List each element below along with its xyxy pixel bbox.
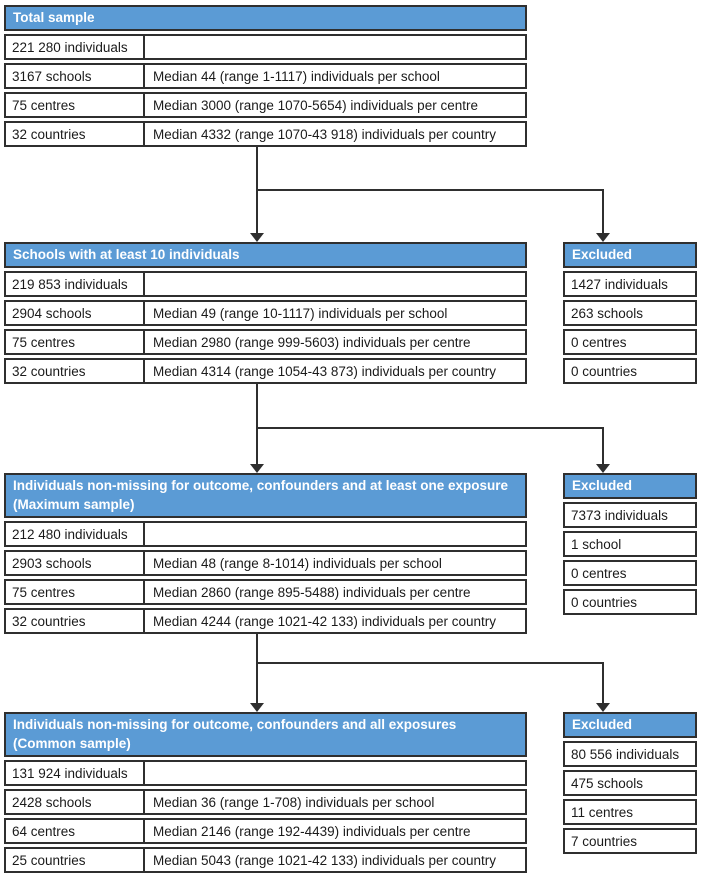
excluded-row: 0 centres xyxy=(563,329,697,355)
box-schools-min10: Schools with at least 10 individuals 219… xyxy=(4,242,527,384)
row-label-cell: 32 countries xyxy=(6,610,145,632)
excluded-row: 0 countries xyxy=(563,358,697,384)
row-value-cell: Median 49 (range 10-1117) individuals pe… xyxy=(153,305,448,321)
box-title: Excluded xyxy=(563,712,697,738)
arrowhead-down-2-right xyxy=(596,464,610,473)
row-label-cell: 219 853 individuals xyxy=(6,273,145,295)
row-label-cell: 32 countries xyxy=(6,360,145,382)
row-value-cell: Median 48 (range 8-1014) individuals per… xyxy=(153,555,442,571)
row-label-cell: 221 280 individuals xyxy=(6,36,145,58)
excluded-row: 0 countries xyxy=(563,589,697,615)
row-value-cell: Median 4244 (range 1021-42 133) individu… xyxy=(153,613,496,629)
box-title: Excluded xyxy=(563,242,697,268)
box-title: Total sample xyxy=(4,5,527,31)
table-row: 3167 schools Median 44 (range 1-1117) in… xyxy=(4,63,527,89)
excluded-box-3: Excluded 80 556 individuals 475 schools … xyxy=(563,712,697,854)
row-value-cell: Median 3000 (range 1070-5654) individual… xyxy=(153,97,478,113)
table-row: 2428 schools Median 36 (range 1-708) ind… xyxy=(4,789,527,815)
table-row: 2903 schools Median 48 (range 8-1014) in… xyxy=(4,550,527,576)
row-label-cell: 75 centres xyxy=(6,94,145,116)
excluded-row: 7 countries xyxy=(563,828,697,854)
box-maximum-sample: Individuals non-missing for outcome, con… xyxy=(4,473,527,634)
row-value-cell xyxy=(145,36,525,58)
table-row: 32 countries Median 4244 (range 1021-42 … xyxy=(4,608,527,634)
table-row: 25 countries Median 5043 (range 1021-42 … xyxy=(4,847,527,873)
excluded-row: 7373 individuals xyxy=(563,502,697,528)
table-row: 32 countries Median 4332 (range 1070-43 … xyxy=(4,121,527,147)
excluded-row: 1427 individuals xyxy=(563,271,697,297)
connector-line-1 xyxy=(256,145,604,233)
arrowhead-down-2-left xyxy=(250,464,264,473)
row-label-cell: 64 centres xyxy=(6,820,145,842)
arrowhead-down-3-right xyxy=(596,703,610,712)
row-label-cell: 2904 schools xyxy=(6,302,145,324)
arrowhead-down-1-left xyxy=(250,233,264,242)
table-row: 64 centres Median 2146 (range 192-4439) … xyxy=(4,818,527,844)
excluded-box-1: Excluded 1427 individuals 263 schools 0 … xyxy=(563,242,697,384)
table-row: 2904 schools Median 49 (range 10-1117) i… xyxy=(4,300,527,326)
connector-line-2 xyxy=(256,382,604,464)
row-value-cell: Median 5043 (range 1021-42 133) individu… xyxy=(153,852,496,868)
table-row: 75 centres Median 2860 (range 895-5488) … xyxy=(4,579,527,605)
connector-line-3 xyxy=(256,632,604,703)
row-value-cell: Median 36 (range 1-708) individuals per … xyxy=(153,794,435,810)
excluded-box-2: Excluded 7373 individuals 1 school 0 cen… xyxy=(563,473,697,615)
row-value-cell: Median 2146 (range 192-4439) individuals… xyxy=(153,823,471,839)
row-value-cell: Median 2860 (range 895-5488) individuals… xyxy=(153,584,471,600)
row-label-cell: 212 480 individuals xyxy=(6,523,145,545)
box-total-sample: Total sample 221 280 individuals 3167 sc… xyxy=(4,5,527,147)
box-common-sample: Individuals non-missing for outcome, con… xyxy=(4,712,527,873)
row-value-cell: Median 4332 (range 1070-43 918) individu… xyxy=(153,126,496,142)
excluded-row: 11 centres xyxy=(563,799,697,825)
box-title: Individuals non-missing for outcome, con… xyxy=(4,473,527,518)
table-row: 221 280 individuals xyxy=(4,34,527,60)
box-title: Excluded xyxy=(563,473,697,499)
row-label-cell: 32 countries xyxy=(6,123,145,145)
arrowhead-down-3-left xyxy=(250,703,264,712)
excluded-row: 0 centres xyxy=(563,560,697,586)
row-label-cell: 3167 schools xyxy=(6,65,145,87)
table-row: 219 853 individuals xyxy=(4,271,527,297)
table-row: 75 centres Median 3000 (range 1070-5654)… xyxy=(4,92,527,118)
table-row: 32 countries Median 4314 (range 1054-43 … xyxy=(4,358,527,384)
box-title: Individuals non-missing for outcome, con… xyxy=(4,712,527,757)
row-value-cell: Median 44 (range 1-1117) individuals per… xyxy=(153,68,440,84)
table-row: 131 924 individuals xyxy=(4,760,527,786)
row-value-cell xyxy=(145,523,525,545)
row-value-cell xyxy=(145,273,525,295)
row-label-cell: 75 centres xyxy=(6,331,145,353)
row-label-cell: 75 centres xyxy=(6,581,145,603)
arrowhead-down-1-right xyxy=(596,233,610,242)
row-label-cell: 2428 schools xyxy=(6,791,145,813)
row-value-cell: Median 2980 (range 999-5603) individuals… xyxy=(153,334,471,350)
row-value-cell: Median 4314 (range 1054-43 873) individu… xyxy=(153,363,496,379)
table-row: 212 480 individuals xyxy=(4,521,527,547)
excluded-row: 475 schools xyxy=(563,770,697,796)
table-row: 75 centres Median 2980 (range 999-5603) … xyxy=(4,329,527,355)
excluded-row: 80 556 individuals xyxy=(563,741,697,767)
excluded-row: 1 school xyxy=(563,531,697,557)
box-title: Schools with at least 10 individuals xyxy=(4,242,527,268)
row-label-cell: 25 countries xyxy=(6,849,145,871)
row-value-cell xyxy=(145,762,525,784)
row-label-cell: 2903 schools xyxy=(6,552,145,574)
excluded-row: 263 schools xyxy=(563,300,697,326)
row-label-cell: 131 924 individuals xyxy=(6,762,145,784)
